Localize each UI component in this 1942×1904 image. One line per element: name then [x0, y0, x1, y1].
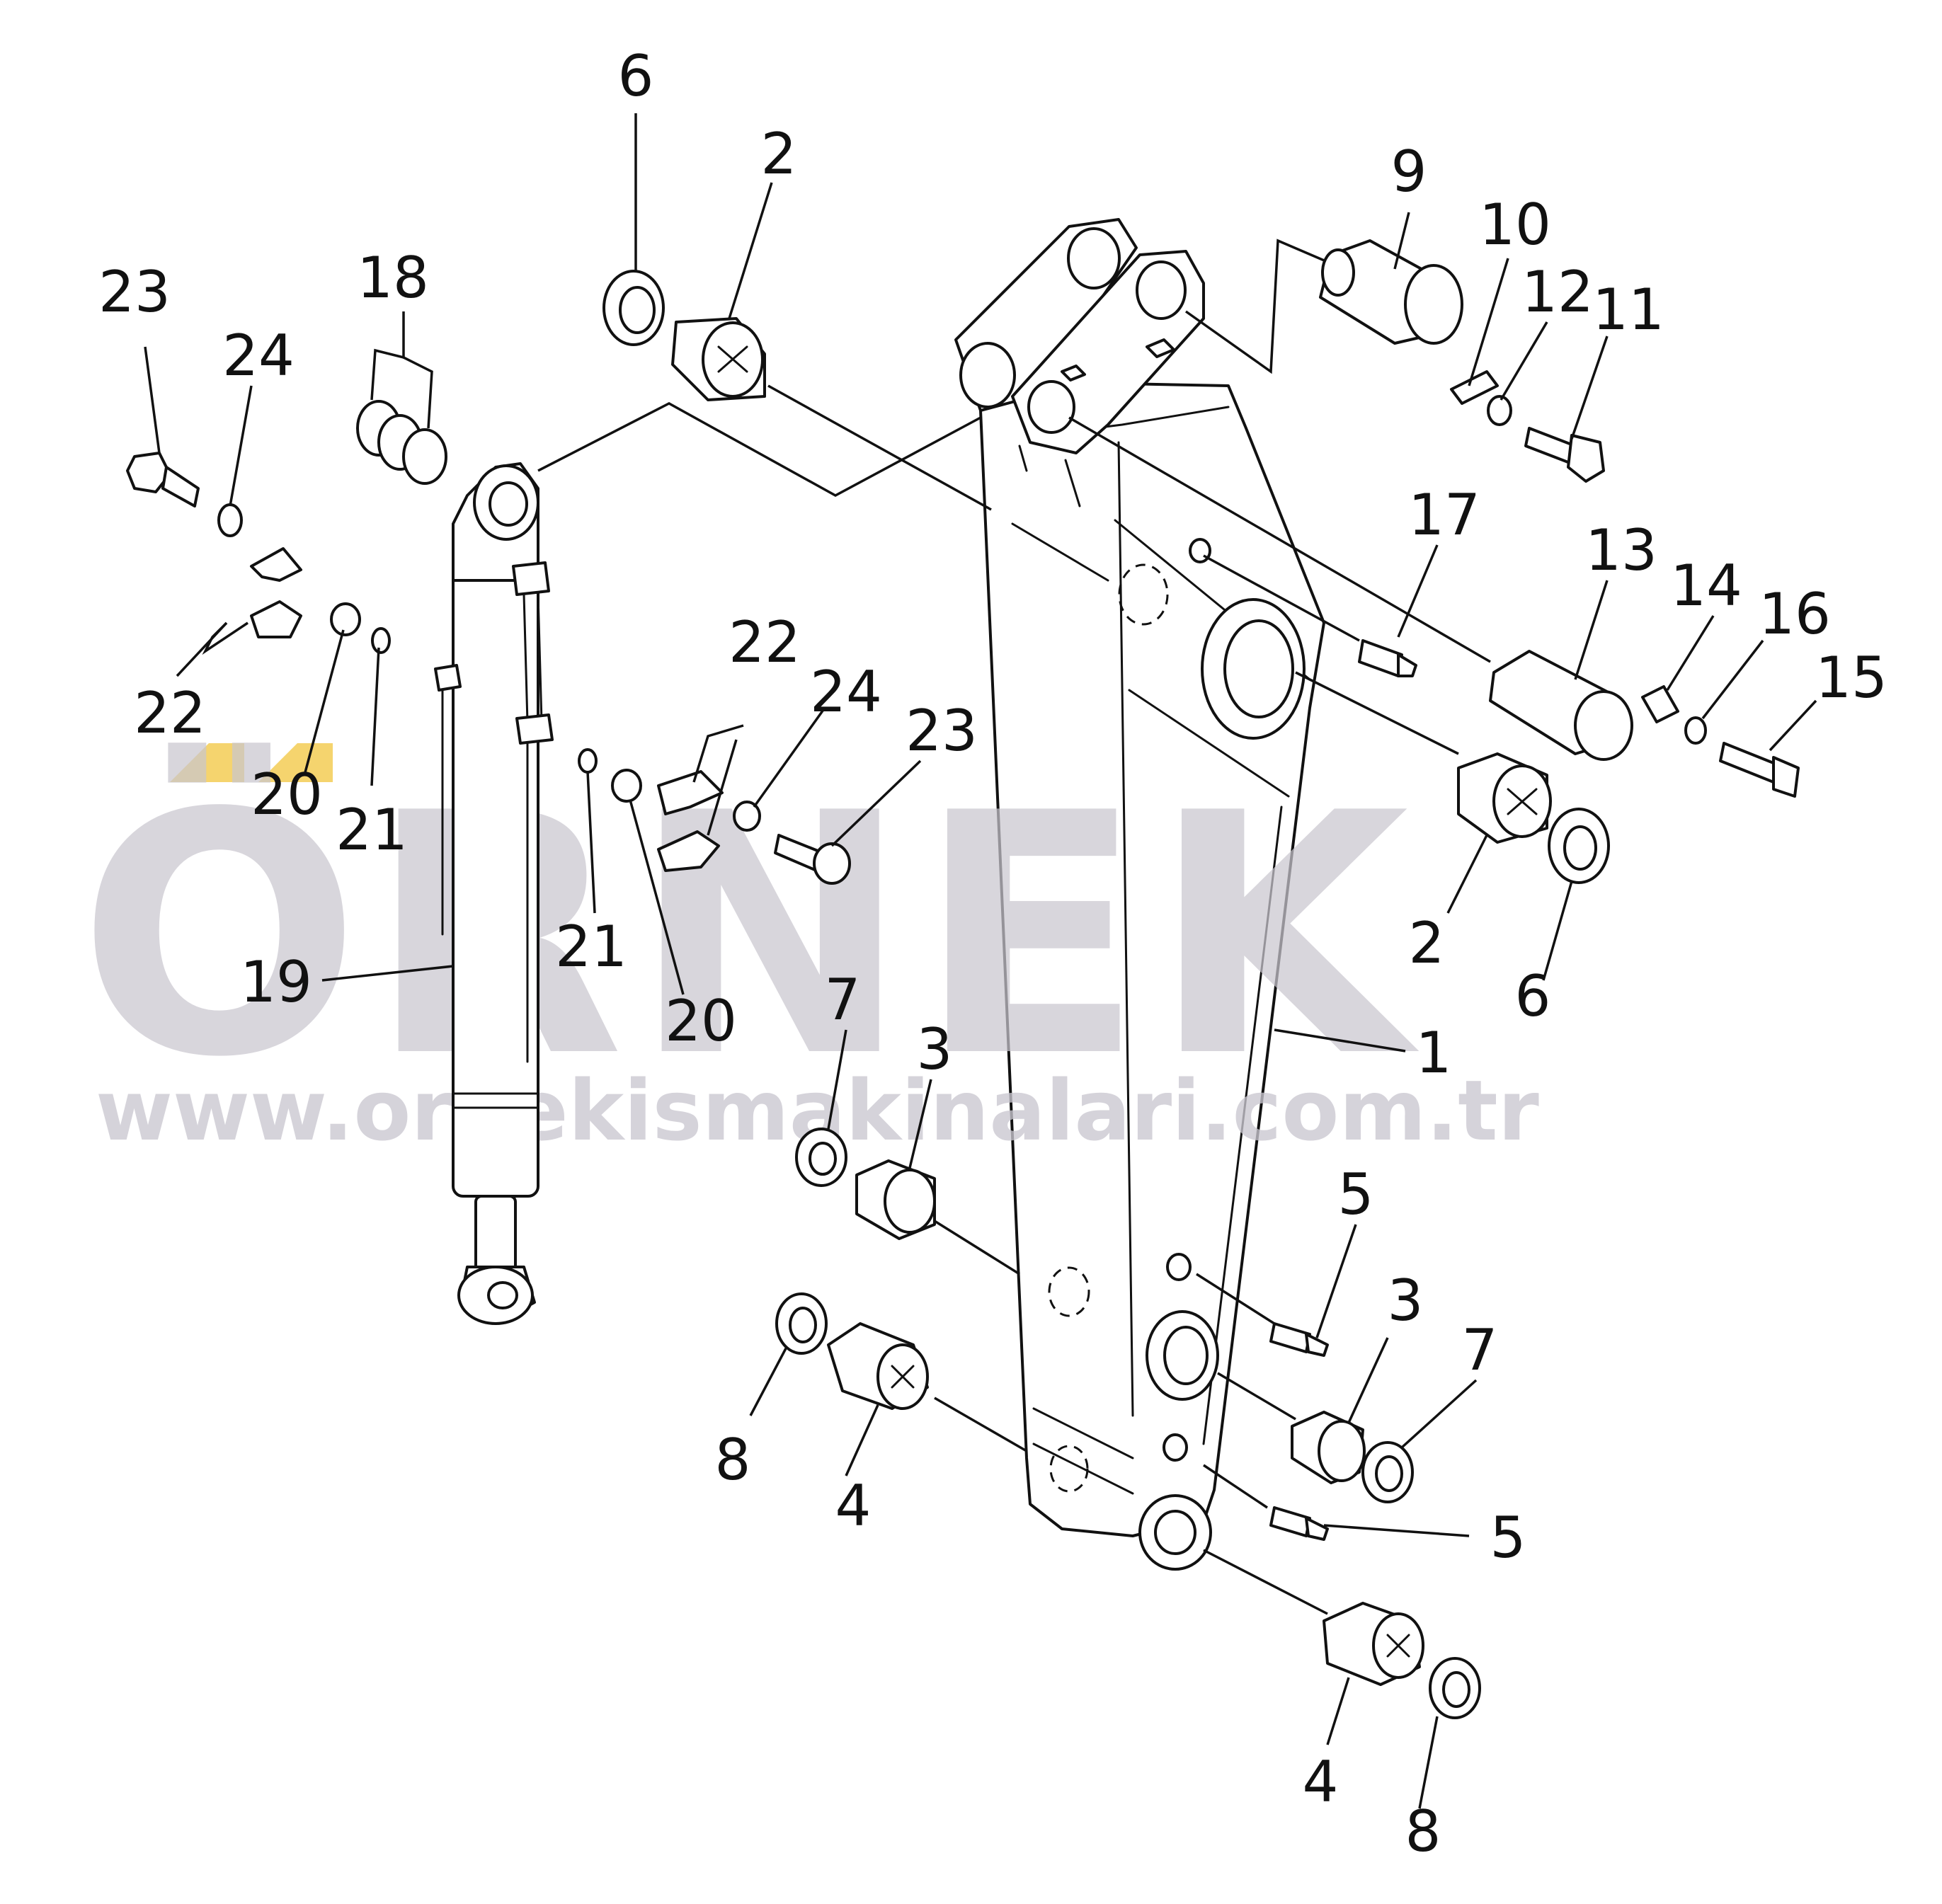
callout-24: 24	[810, 659, 882, 725]
watermark-accent-right	[258, 743, 333, 782]
callout-8: 8	[1405, 1799, 1441, 1864]
callout-5: 5	[1490, 1505, 1526, 1571]
callout-2: 2	[1409, 910, 1445, 976]
callout-23: 23	[98, 259, 171, 325]
callout-14: 14	[1670, 553, 1742, 619]
callout-7: 7	[1462, 1317, 1498, 1383]
callout-3: 3	[917, 1016, 953, 1082]
callout-11: 11	[1592, 277, 1664, 343]
callout-20: 20	[665, 988, 737, 1054]
callout-19: 19	[240, 949, 312, 1015]
callout-5: 5	[1338, 1162, 1374, 1227]
assembly-lines	[537, 239, 1491, 1615]
callout-23: 23	[906, 698, 978, 764]
callout-2: 2	[761, 121, 797, 187]
callout-3: 3	[1388, 1268, 1424, 1334]
watermark-accent-left	[170, 743, 244, 782]
callout-21: 21	[555, 914, 627, 980]
callout-15: 15	[1815, 645, 1887, 711]
callout-18: 18	[357, 245, 429, 311]
callout-leaders	[144, 113, 1817, 1809]
callout-4: 4	[835, 1473, 872, 1539]
callout-4: 4	[1303, 1749, 1339, 1815]
callout-8: 8	[715, 1427, 751, 1493]
callout-17: 17	[1408, 482, 1480, 548]
callout-9: 9	[1391, 139, 1427, 205]
callouts: 6 2 9 10 12 11 23 24 18 17 13 14 16 15 2…	[98, 43, 1887, 1864]
arm-structure	[954, 218, 1325, 1571]
callout-1: 1	[1416, 1020, 1452, 1086]
callout-10: 10	[1479, 192, 1551, 258]
callout-12: 12	[1521, 259, 1594, 325]
small-parts	[126, 239, 1800, 1719]
callout-13: 13	[1585, 517, 1657, 583]
callout-20: 20	[251, 762, 323, 827]
callout-7: 7	[825, 967, 861, 1033]
callout-21: 21	[336, 797, 408, 863]
callout-22: 22	[729, 609, 801, 675]
callout-22: 22	[134, 680, 206, 746]
arm-cylinder	[434, 462, 554, 1325]
callout-6: 6	[618, 43, 654, 109]
callout-6: 6	[1515, 963, 1551, 1029]
callout-16: 16	[1759, 581, 1831, 647]
callout-24: 24	[222, 323, 295, 389]
